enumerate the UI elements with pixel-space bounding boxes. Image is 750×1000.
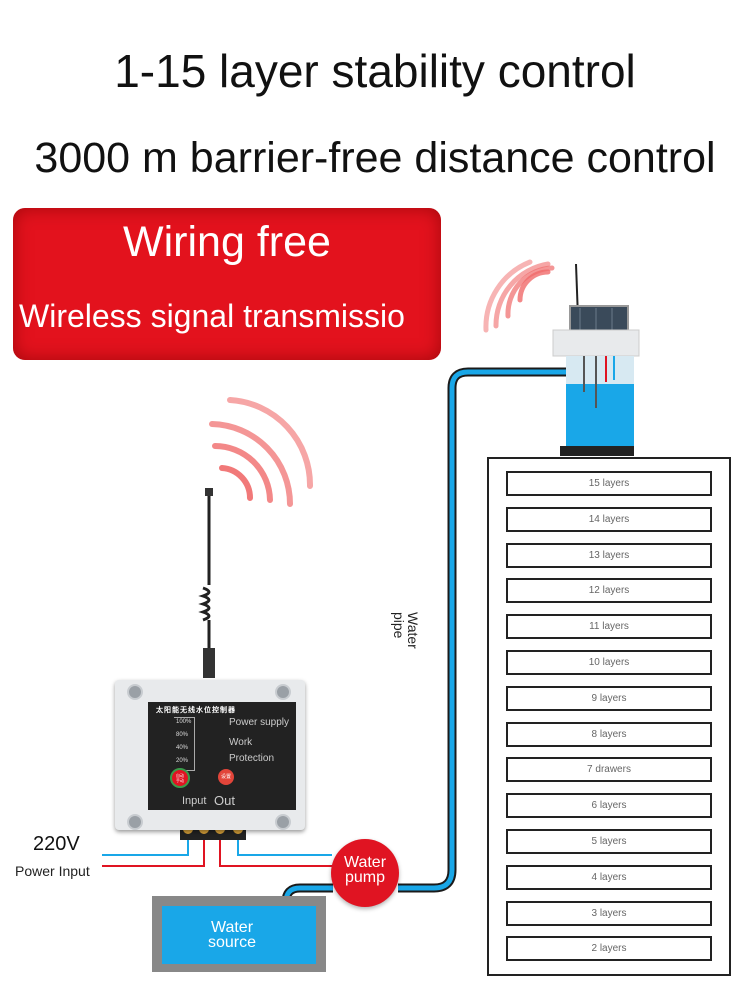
screw-icon (275, 684, 291, 700)
level-20: 20% (176, 758, 189, 764)
protection-indicator: Protection (229, 753, 275, 764)
floor-row: 13 layers (506, 542, 712, 568)
signal-waves-tower (483, 259, 555, 333)
floor-row: 11 layers (506, 614, 712, 640)
power-supply-indicator: Power supply (229, 717, 290, 728)
headline-stability: 1-15 layer stability control (114, 45, 636, 97)
auto-button[interactable]: 自动手动 (170, 768, 190, 788)
signal-waves-controller (209, 397, 314, 507)
water-pump (331, 839, 399, 907)
screw-icon (127, 684, 143, 700)
rooftop-tank (552, 263, 640, 456)
floor-row: 4 layers (506, 864, 712, 890)
controller-label: 太阳能无线水位控制器 (156, 707, 236, 714)
level-40: 40% (176, 745, 189, 751)
floor-row: 6 layers (506, 793, 712, 819)
floor-row: 8 layers (506, 721, 712, 747)
building: 15 layers 14 layers 13 layers 12 layers 11 l… (487, 457, 731, 976)
screw-icon (275, 814, 291, 830)
floor-row: 15 layers (506, 471, 712, 496)
floor-row: 7 drawers (506, 757, 712, 783)
input-label: Input (182, 795, 207, 807)
level-80: 80% (176, 732, 189, 738)
work-indicator: Work (229, 737, 253, 748)
power-input-label: Power Input (15, 863, 90, 879)
out-label: Out (214, 793, 235, 808)
level-100: 100% (176, 719, 192, 725)
floor-row: 14 layers (506, 506, 712, 532)
screw-icon (127, 814, 143, 830)
floor-row: 5 layers (506, 829, 712, 854)
floor-row: 2 layers (506, 936, 712, 962)
power-wires (102, 838, 332, 867)
banner-title: Wiring free (123, 218, 331, 266)
controller-panel: 太阳能无线水位控制器 100% 80% 40% 20% Power supply… (148, 702, 296, 810)
controller-antenna (198, 488, 215, 678)
set-button[interactable]: 设置 (218, 769, 234, 785)
water-source-water (162, 906, 316, 964)
banner-subtitle: Wireless signal transmissio (19, 298, 405, 334)
floor-row: 10 layers (506, 650, 712, 675)
headline-distance: 3000 m barrier-free distance control (34, 134, 716, 182)
voltage-label: 220V (33, 833, 80, 855)
floor-row: 3 layers (506, 900, 712, 926)
wiring-free-banner: Wiring free Wireless signal transmissio (13, 208, 441, 360)
floor-row: 12 layers (506, 578, 712, 604)
floor-row: 9 layers (506, 685, 712, 711)
